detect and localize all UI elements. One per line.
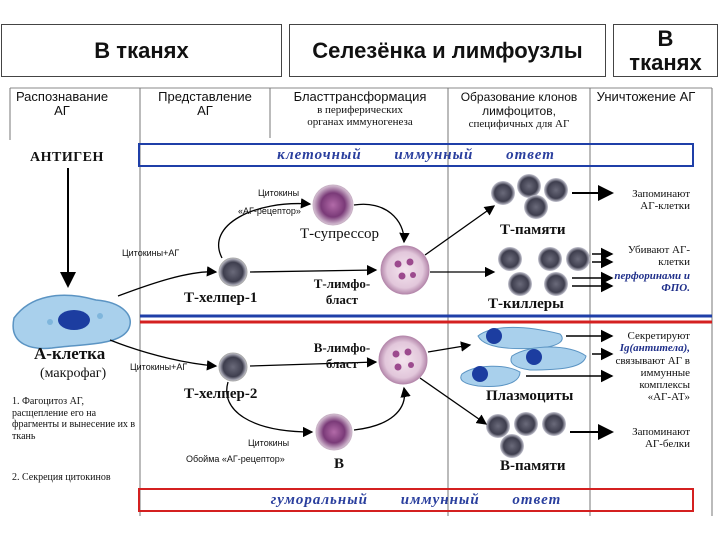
t-memory-cells: [491, 174, 568, 219]
t-helper-1-label: Т-хелпер-1: [184, 290, 258, 306]
b-memory-label: В-памяти: [500, 458, 566, 474]
arrow-tsuppressor-to-tblast: [353, 203, 410, 244]
t-lymphoblast-cell: [380, 245, 430, 295]
column-presentation: Представление АГ: [158, 89, 252, 118]
outcome-killers-1: Убивают АГ-клетки: [627, 244, 690, 268]
header-spleen-lymph-nodes: Селезёнка и лимфоузлы: [289, 24, 606, 77]
t-memory-label: Т-памяти: [500, 222, 566, 238]
column-destruction: Уничтожение АГ: [596, 89, 696, 104]
note-phagocytosis: 1. Фагоцитоз АГ, расщепление его на фраг…: [12, 396, 136, 442]
t-helper-1-cell: [218, 257, 248, 287]
t-lymphoblast-label: Т-лимфо- бласт: [313, 276, 371, 307]
b-memory-cells: [486, 412, 566, 458]
arrow-bcell-to-bblast: [353, 386, 411, 431]
t-killers-label: Т-киллеры: [488, 296, 564, 312]
antigen-label: АНТИГЕН: [30, 150, 104, 165]
macrophage-cell: [12, 294, 131, 350]
humoral-response-band: гуморальный иммунный ответ: [138, 488, 694, 512]
column-clone-formation: Образование клонов лимфоцитов, специфичн…: [448, 90, 590, 130]
t-killer-cells: [498, 247, 590, 296]
column-clone-formation-sub: специфичных для АГ: [468, 118, 570, 130]
outcome-killers-2: перфоринами и ФПО.: [614, 270, 690, 294]
macrophage-label: (макрофаг): [40, 366, 107, 381]
header-in-tissues-right-text: В тканях: [629, 25, 702, 75]
b-lymphoblast-label: В-лимфо- бласт: [313, 340, 371, 371]
arrow-bblast-to-plasmocytes: [427, 341, 472, 353]
header-in-tissues-right: В тканях: [613, 24, 718, 77]
outcome-b-memory: Запоминают АГ-белки: [632, 426, 690, 450]
column-clone-formation-title: Образование клонов лимфоцитов,: [460, 90, 578, 118]
arrow-macrophage-to-thelper1: [117, 266, 218, 297]
column-blast-transformation-sub: в периферических органах иммуногенеза: [307, 104, 413, 128]
arrow-thelper2-to-bblast: [249, 357, 378, 368]
arrow-bblast-to-bmemory: [419, 377, 488, 425]
outcome-plasma-2: Ig(антитела),: [619, 342, 690, 354]
outcome-t-memory: Запоминают АГ-клетки: [632, 188, 690, 212]
column-blast-transformation-title: Бласттрансформация: [293, 89, 427, 104]
note-cytokine-secretion: 2. Секреция цитокинов: [12, 472, 111, 483]
cytokines-ag-label-1: Цитокины+АГ: [122, 248, 180, 258]
ag-receptor-label-top: «АГ-рецептор»: [238, 206, 301, 216]
a-cell-label: А-клетка: [34, 344, 106, 363]
b-cell: [315, 413, 353, 451]
t-suppressor-label: Т-супрессор: [300, 226, 379, 242]
t-helper-2-cell: [218, 352, 248, 382]
arrow-tblast-to-tmemory: [424, 205, 496, 256]
arrow-thelper2-to-bcell: [226, 381, 314, 438]
outcome-plasma-3: связывают АГ в иммунные комплексы «АГ-АТ…: [615, 355, 690, 403]
cytokines-ag-label-2: Цитокины+АГ: [130, 362, 188, 372]
t-helper-2-label: Т-хелпер-2: [184, 386, 258, 402]
b-cell-label: В: [334, 456, 345, 472]
plasmocyte-cells: [460, 327, 587, 387]
t-suppressor-cell: [312, 184, 354, 226]
outcome-plasma-1: Секретируют: [627, 330, 690, 342]
column-blast-transformation: Бласттрансформация в периферических орга…: [275, 89, 445, 129]
arrow-thelper1-to-tblast: [249, 264, 378, 276]
header-in-tissues-left: В тканях: [1, 24, 282, 77]
receptor-coat-label: Обойма «АГ-рецептор»: [186, 454, 285, 464]
b-lymphoblast-cell: [378, 335, 428, 385]
plasmocytes-label: Плазмоциты: [486, 388, 574, 404]
column-recognition: Распознавание АГ: [15, 89, 109, 118]
cytokines-label-bottom: Цитокины: [248, 438, 290, 448]
cellular-response-band: клеточный иммунный ответ: [138, 143, 694, 167]
arrow-thelper1-to-tsuppressor: [218, 198, 312, 259]
arrow-macrophage-to-thelper2: [109, 339, 218, 371]
cytokines-label-top: Цитокины: [258, 188, 300, 198]
